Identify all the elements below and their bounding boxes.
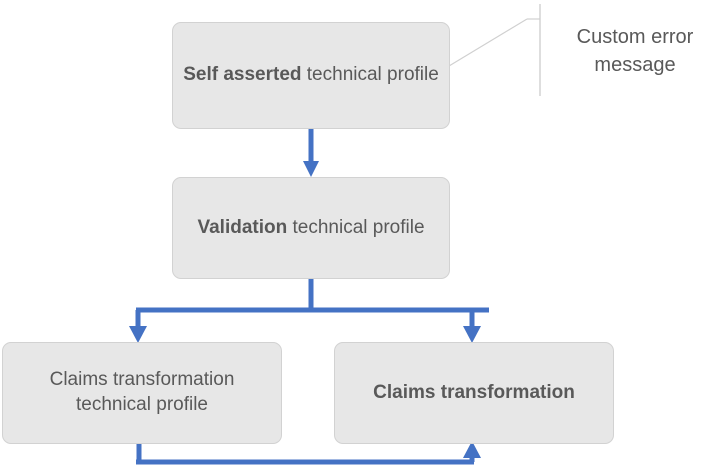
node-self-asserted-label-bold: Self asserted	[183, 64, 302, 86]
node-validation-label-plain: technical profile	[287, 216, 425, 238]
node-claims-transformation-technical-profile[interactable]: Claims transformation technical profile	[2, 342, 282, 444]
arrow-branch-to-claims-transformation-tp	[129, 310, 147, 343]
callout-leader-lines	[448, 4, 541, 96]
node-claims-transformation-label: Claims transformation	[345, 381, 603, 406]
node-validation-technical-profile[interactable]: Validation technical profile	[172, 177, 450, 279]
node-self-asserted-technical-profile[interactable]: Self asserted technical profile	[172, 22, 450, 129]
arrow-loop-claims-transformation-tp-to-claims-transformation	[136, 441, 481, 465]
callout-custom-error-message: Custom error message	[552, 24, 718, 79]
node-claims-transformation-label-bold: Claims transformation	[373, 381, 575, 403]
node-claims-transformation-tp-label-plain: Claims transformation technical profile	[49, 369, 235, 415]
callout-line-2: message	[594, 53, 676, 76]
arrow-branch-to-claims-transformation	[463, 310, 481, 343]
node-self-asserted-label: Self asserted technical profile	[183, 63, 439, 88]
node-claims-transformation-tp-label: Claims transformation technical profile	[13, 368, 271, 417]
node-validation-label-bold: Validation	[197, 216, 288, 238]
callout-line-1: Custom error	[576, 26, 694, 48]
arrow-validation-branch	[136, 279, 489, 313]
arrow-self-asserted-to-validation	[303, 129, 319, 177]
node-self-asserted-label-plain: technical profile	[301, 64, 439, 86]
node-claims-transformation[interactable]: Claims transformation	[334, 342, 614, 444]
node-validation-label: Validation technical profile	[183, 216, 439, 241]
